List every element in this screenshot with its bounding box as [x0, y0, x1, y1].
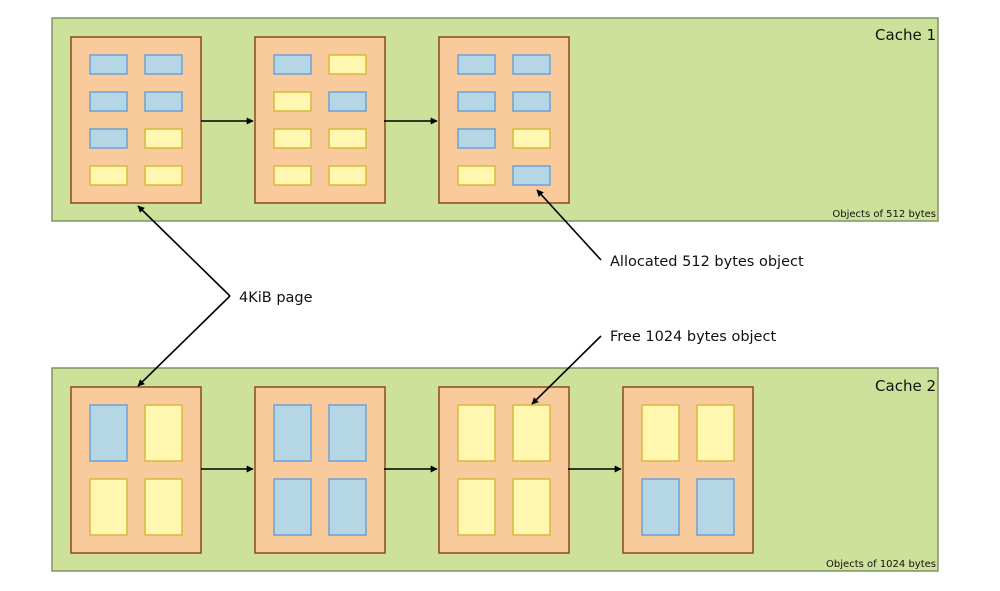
callout-free-object-label: Free 1024 bytes object [610, 329, 776, 345]
free-object [273, 165, 312, 186]
callout-allocated-object-label: Allocated 512 bytes object [610, 254, 804, 270]
page [438, 386, 570, 554]
cache-1-caption: Objects of 512 bytes [832, 209, 936, 220]
free-object [512, 128, 551, 149]
page [254, 36, 386, 204]
free-object [696, 404, 735, 462]
cache-1-pages [70, 36, 570, 204]
allocated-object [641, 478, 680, 536]
cache-1-title: Cache 1 [875, 26, 936, 44]
allocated-object [457, 128, 496, 149]
page [438, 36, 570, 204]
cache-2: Cache 2 Objects of 1024 bytes [51, 367, 939, 572]
callout-page-arrow-down [137, 295, 231, 387]
allocated-object [328, 478, 367, 536]
callout-allocated-object-arrow [536, 189, 602, 261]
allocated-object [89, 404, 128, 462]
allocated-object [273, 54, 312, 75]
allocated-object [89, 54, 128, 75]
free-object [457, 404, 496, 462]
free-object [144, 165, 183, 186]
free-object [457, 478, 496, 536]
allocated-object [512, 165, 551, 186]
page [254, 386, 386, 554]
allocated-object [89, 128, 128, 149]
allocated-object [144, 54, 183, 75]
free-object [328, 54, 367, 75]
allocated-object [696, 478, 735, 536]
cache-2-caption: Objects of 1024 bytes [826, 559, 936, 570]
allocated-object [144, 91, 183, 112]
allocated-object [457, 91, 496, 112]
callout-allocated-object: Allocated 512 bytes object [536, 189, 804, 270]
page [70, 386, 202, 554]
cache-2-title: Cache 2 [875, 377, 936, 395]
free-object [144, 128, 183, 149]
allocated-object [512, 91, 551, 112]
free-object [641, 404, 680, 462]
callout-free-object-arrow [531, 335, 602, 405]
free-object [328, 128, 367, 149]
allocated-object [273, 478, 312, 536]
free-object [89, 478, 128, 536]
cache-1: Cache 1 Objects of 512 bytes [51, 17, 939, 222]
free-object [512, 404, 551, 462]
free-object [144, 478, 183, 536]
free-object [273, 91, 312, 112]
free-object [273, 128, 312, 149]
free-object [89, 165, 128, 186]
callout-free-object: Free 1024 bytes object [531, 329, 776, 405]
free-object [512, 478, 551, 536]
allocated-object [512, 54, 551, 75]
allocated-object [328, 404, 367, 462]
allocated-object [89, 91, 128, 112]
allocated-object [273, 404, 312, 462]
free-object [144, 404, 183, 462]
page [622, 386, 754, 554]
callout-page: 4KiB page [137, 205, 313, 387]
page [70, 36, 202, 204]
allocated-object [328, 91, 367, 112]
callout-page-label: 4KiB page [239, 290, 313, 306]
free-object [328, 165, 367, 186]
free-object [457, 165, 496, 186]
page-chain-arrows [201, 117, 622, 473]
callout-page-arrow-up [137, 205, 231, 297]
cache-2-pages [70, 386, 754, 554]
allocated-object [457, 54, 496, 75]
